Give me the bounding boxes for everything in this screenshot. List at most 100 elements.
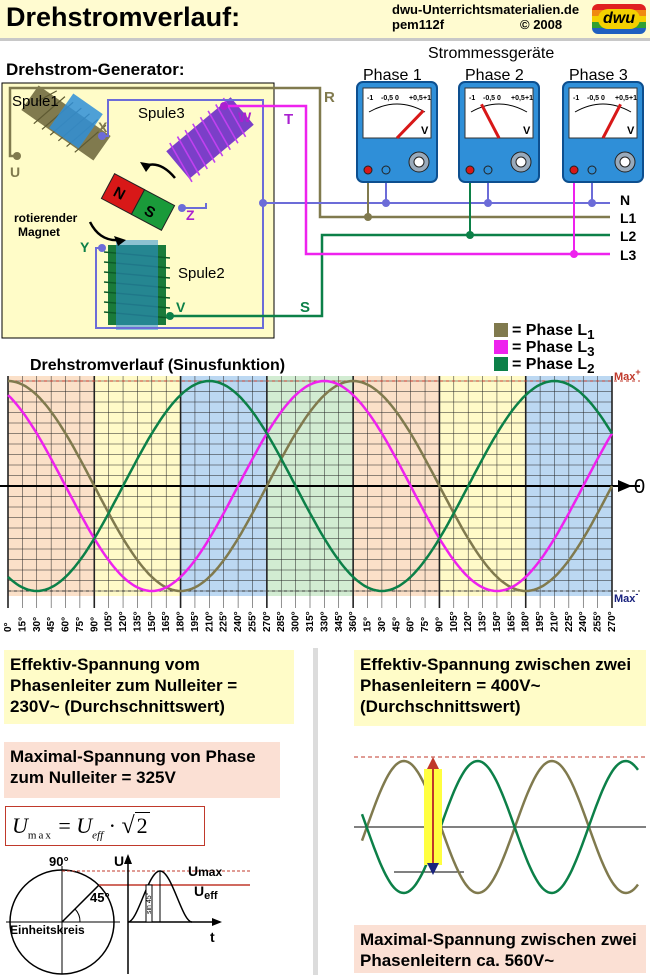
meter-1-tick-1: -0,5 xyxy=(381,95,393,102)
angle-label-15: 225° xyxy=(219,611,230,632)
angle-label-24: 360° xyxy=(348,611,359,632)
max-line-box: Maximal-Spannung zwischen zwei Phasenlei… xyxy=(354,925,646,973)
max-phase-box: Maximal-Spannung von Phase zum Nulleiter… xyxy=(4,742,280,798)
meter-3-terminal-a xyxy=(569,165,579,175)
line-s-label: S xyxy=(300,299,310,316)
dwu-logo: dwu xyxy=(592,4,646,34)
site-name: dwu-Unterrichtsmaterialien.de xyxy=(392,2,580,17)
formula-box: Umax = Ueff · √2 xyxy=(5,806,205,846)
meter-2-label: Phase 2 xyxy=(465,67,524,84)
junction-dots xyxy=(13,102,596,320)
angle-label-29: 75° xyxy=(420,617,431,632)
chart-title: Drehstromverlauf (Sinusfunktion) xyxy=(30,357,285,374)
meter-3-label: Phase 3 xyxy=(569,67,628,84)
angle-label-18: 270° xyxy=(262,611,273,632)
wire-l3 xyxy=(224,104,610,256)
angle-label-32: 120° xyxy=(463,611,474,632)
meter-1-terminal-a xyxy=(363,165,373,175)
lv-arrow-down-icon xyxy=(427,863,439,875)
label-ueff: Ueff xyxy=(194,883,218,902)
meter-3-tick-2: 0 xyxy=(601,95,605,102)
angle-arc xyxy=(74,908,81,923)
angle-label-19: 285° xyxy=(276,611,287,632)
angle-label-28: 60° xyxy=(406,617,417,632)
angle-label-38: 210° xyxy=(549,611,560,632)
legend-swatch-l3 xyxy=(494,340,508,354)
angle-label-6: 90° xyxy=(89,617,100,632)
angle-label-40: 240° xyxy=(578,611,589,632)
magnet-label-1: rotierender xyxy=(14,211,78,225)
meter-2-knob-center xyxy=(515,156,527,168)
meter-3-arc xyxy=(574,103,632,113)
max-minus-label: Max- xyxy=(614,589,638,605)
angle-label-23: 345° xyxy=(334,611,345,632)
sqrt-sign: √ xyxy=(121,813,135,839)
terminal-v: V xyxy=(176,299,186,315)
curve-l2 xyxy=(7,379,614,593)
angle-label-12: 180° xyxy=(176,611,187,632)
angle-label-20: 300° xyxy=(291,611,302,632)
generator-diagram: Drehstrom-Generator: N xyxy=(1,45,644,339)
zero-label: 0 xyxy=(634,476,645,498)
meter-2-terminal-b xyxy=(483,165,493,175)
meter-2-arc xyxy=(470,103,528,113)
coil3 xyxy=(166,97,254,183)
sine-chart: Drehstromverlauf (Sinusfunktion) Max+ Ma… xyxy=(0,357,645,632)
angle-label-13: 195° xyxy=(190,611,201,632)
einheitskreis-label: Einheitskreis xyxy=(10,923,85,937)
legend-swatch-l1 xyxy=(494,323,508,337)
angle-label-17: 255° xyxy=(247,611,258,632)
header-bar: Drehstromverlauf: dwu-Unterrichtsmateria… xyxy=(0,0,650,41)
coil1 xyxy=(21,85,111,161)
meter-3-knob-center xyxy=(619,156,631,168)
coil2-label: Spule2 xyxy=(178,265,225,282)
angle-label-39: 225° xyxy=(564,611,575,632)
unit-circle-diagram: 90° 45° U t Umax Ueff sin 45° Einheitskr… xyxy=(6,853,250,975)
angle-label-30: 90° xyxy=(434,617,445,632)
meter-2-tick-1: -0,5 xyxy=(483,95,495,102)
meter-2-tick-3: +0,5 xyxy=(511,95,525,102)
eff-line-box: Effektiv-Spannung zwischen zwei Phasenle… xyxy=(354,650,646,726)
meter-2-terminal-a xyxy=(465,165,475,175)
line-r-label: R xyxy=(324,89,335,106)
logo-text: dwu xyxy=(598,9,640,29)
angle-label-4: 60° xyxy=(61,617,72,632)
lv-curve-l1 xyxy=(360,759,639,895)
zero-arrow-icon xyxy=(618,480,632,492)
line-t-label: T xyxy=(284,111,293,128)
curve-l3 xyxy=(7,379,614,593)
angle-label-25: 15° xyxy=(363,617,374,632)
coil1-label: Spule1 xyxy=(12,93,59,110)
angle-label-37: 195° xyxy=(535,611,546,632)
angle-label-21: 315° xyxy=(305,611,316,632)
angle-label-5: 75° xyxy=(75,617,86,632)
conductor-l2: L2 xyxy=(620,228,637,244)
legend-l1: = Phase L1 xyxy=(494,322,595,342)
label-90: 90° xyxy=(49,854,69,869)
angle-label-33: 135° xyxy=(478,611,489,632)
meter-1-label: Phase 1 xyxy=(363,67,422,84)
angle-label-7: 105° xyxy=(104,611,115,632)
meter-2-unit: V xyxy=(523,125,531,137)
coil3-label: Spule3 xyxy=(138,105,185,122)
meter-3-tick-3: +0,5 xyxy=(615,95,629,102)
meter-3-tick-4: +1 xyxy=(629,95,637,102)
max-plus-label: Max+ xyxy=(614,367,641,383)
legend-l3: = Phase L3 xyxy=(494,339,595,359)
meter-1-terminal-b xyxy=(381,165,391,175)
meter-1-tick-0: -1 xyxy=(367,95,373,102)
eff-phase-box: Effektiv-Spannung vom Phasenleiter zum N… xyxy=(4,650,294,724)
meter-1-tick-4: +1 xyxy=(423,95,431,102)
lv-curve-l2 xyxy=(360,759,639,895)
meter-3-tick-0: -1 xyxy=(573,95,579,102)
meter-1-tick-3: +0,5 xyxy=(409,95,423,102)
angle-label-36: 180° xyxy=(521,611,532,632)
meter-1-needle xyxy=(395,109,425,140)
meter-1-knob-center xyxy=(413,156,425,168)
page-title: Drehstromverlauf: xyxy=(6,2,241,32)
conductor-n: N xyxy=(620,192,630,208)
line-voltage-diagram xyxy=(354,756,646,895)
